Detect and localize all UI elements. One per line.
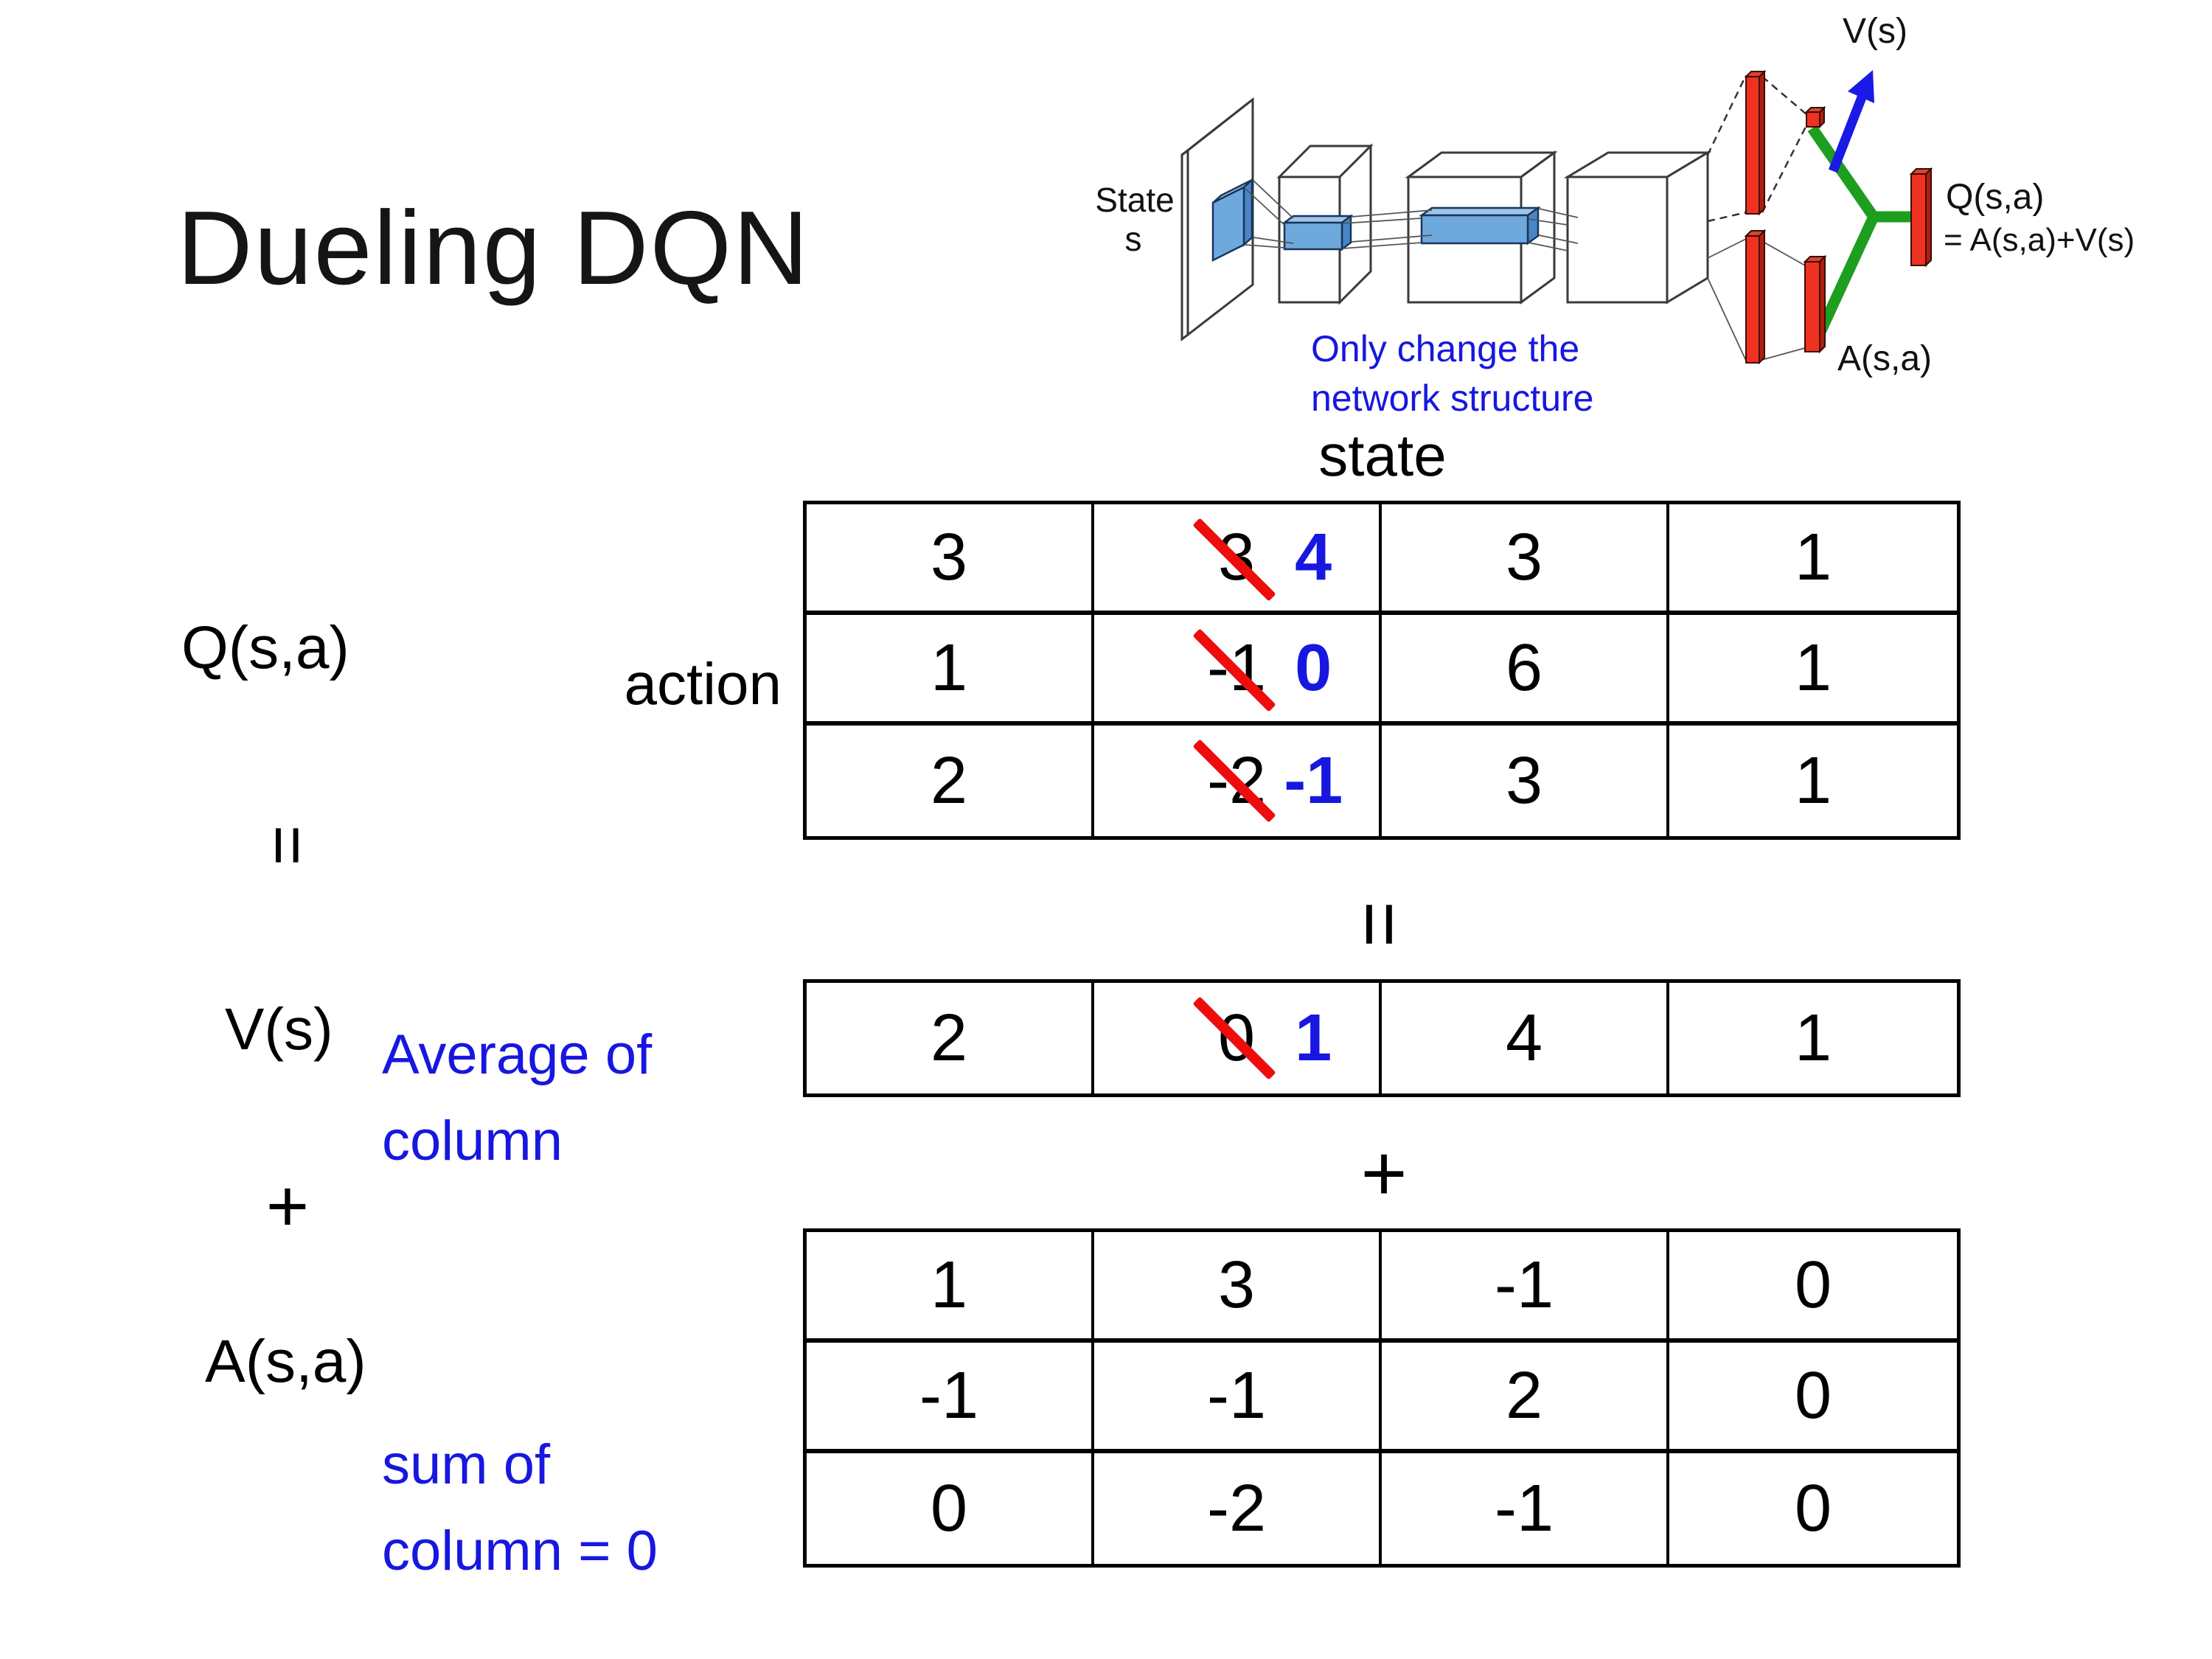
diagram-a-output-label: A(s,a) [1837,339,1932,378]
value-output-box [1804,105,1826,129]
v-cell: 1 [1794,1001,1832,1075]
equals-sign-left: = [248,824,327,866]
q-cell: 1 [807,615,1094,726]
a-cell: -1 [807,1343,1094,1453]
v-cell: 4 [1382,983,1669,1093]
feature-map-slab-1 [1281,214,1354,251]
page-title: Dueling DQN [177,189,810,307]
average-of-column-note: Average of column [382,1023,653,1172]
q-table: 3 3 4 3 1 1 -1 0 6 1 2 -2 -1 3 1 [803,501,1961,840]
new-value: 0 [1295,631,1332,705]
value-function-label: V(s) [225,996,333,1062]
diagram-q-output-label: Q(s,a) [1946,178,2044,217]
q-output-bar [1909,167,1933,268]
fc-bar-advantage-stream [1744,229,1767,365]
action-axis-label: action [624,651,782,717]
diagram-note-line1: Only change the [1311,328,1579,369]
new-value: -1 [1284,744,1343,818]
q-cell: 3 [807,504,1094,615]
q-cell: 1 [1794,744,1832,818]
a-cell: -2 [1094,1453,1382,1564]
state-axis-label: state [1318,422,1447,488]
diagram-note-line2: network structure [1311,378,1593,419]
a-cell: 2 [1382,1343,1669,1453]
v-cell-revised: 0 1 [1094,983,1382,1093]
q-cell: 1 [1669,615,1957,726]
v-cell: 2 [807,983,1094,1093]
q-cell: 1 [1669,504,1957,615]
a-cell: 1 [807,1232,1094,1343]
q-cell: 3 [1382,504,1669,615]
advantage-output-bar [1803,254,1827,354]
new-value: 4 [1295,521,1332,594]
v-table: 2 0 1 4 1 [803,979,1961,1097]
green-merge-connector [1807,125,1919,338]
q-cell-revised: -1 0 [1094,615,1382,726]
a-cell: 0 [807,1453,1094,1564]
fan-lines [1245,180,1806,361]
filter-slab-icon [1211,178,1253,262]
equals-sign-middle: = [1336,900,1426,947]
q-cell-revised: -2 -1 [1094,726,1382,836]
q-cell: 3 [1382,726,1669,836]
feature-map-slab-2 [1419,206,1541,246]
network-diagram: State s V(s) Q(s,a) = A(s,a)+V(s) A(s,a)… [1095,12,2135,419]
a-cell: -1 [1382,1232,1669,1343]
a-cell: 0 [1794,1472,1832,1545]
q-cell-revised: 3 4 [1094,504,1382,615]
a-cell: 0 [1669,1232,1957,1343]
plus-sign-middle: + [1360,1127,1408,1217]
sum-of-column-note: sum of column = 0 [382,1433,658,1582]
conv-box-3 [1563,150,1712,305]
a-cell: 0 [1669,1343,1957,1453]
a-cell: -1 [1382,1453,1669,1564]
value-arrow-icon [1828,70,1874,173]
q-cell: 6 [1382,615,1669,726]
diagram-v-output-label: V(s) [1843,12,1907,51]
advantage-function-label: A(s,a) [205,1328,366,1395]
q-function-label: Q(s,a) [181,614,349,681]
a-cell: -1 [1094,1343,1382,1453]
diagram-state-s-label: s [1125,220,1142,258]
q-cell: 2 [807,726,1094,836]
diagram-q-output-formula: = A(s,a)+V(s) [1944,222,2135,258]
a-cell: 3 [1094,1232,1382,1343]
fc-bar-value-stream [1744,69,1767,216]
new-value: 1 [1295,1001,1332,1075]
a-table: 1 3 -1 0 -1 -1 2 0 0 -2 -1 0 [803,1228,1961,1568]
plus-sign-left: + [265,1164,310,1248]
diagram-state-label: State [1095,181,1174,219]
dashed-fan-lines [1706,74,1808,223]
